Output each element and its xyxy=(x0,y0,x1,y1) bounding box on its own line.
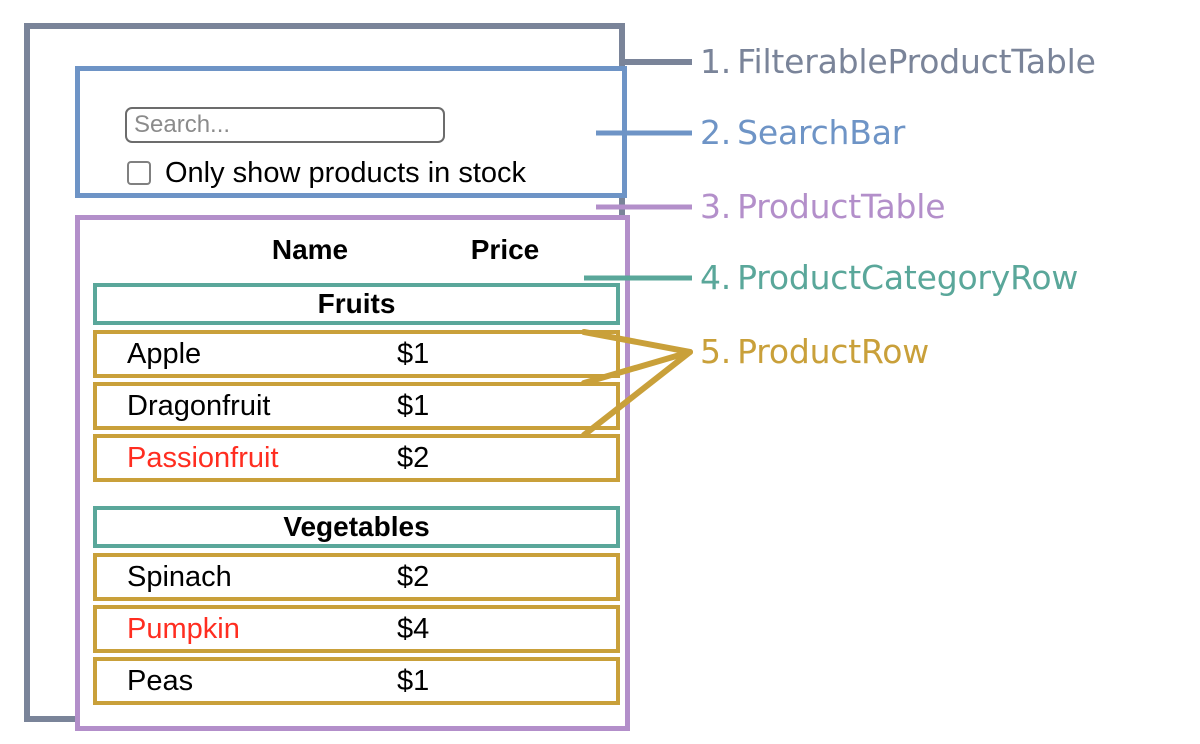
product-row: Passionfruit $2 xyxy=(93,434,620,482)
product-name: Spinach xyxy=(127,561,232,593)
callout-number-1: 1. xyxy=(700,42,732,81)
callout-label-5: 5.ProductRow xyxy=(700,333,929,371)
product-price: $4 xyxy=(397,613,430,645)
checkbox-icon[interactable] xyxy=(127,161,151,185)
product-price: $1 xyxy=(397,338,430,370)
product-row: Pumpkin $4 xyxy=(93,605,620,653)
callout-text-2: SearchBar xyxy=(737,113,906,152)
product-row: Spinach $2 xyxy=(93,553,620,601)
callout-text-4: ProductCategoryRow xyxy=(737,258,1079,297)
product-name: Passionfruit xyxy=(127,442,279,474)
column-header-price: Price xyxy=(470,234,540,265)
callout-text-3: ProductTable xyxy=(737,187,946,226)
callout-number-2: 2. xyxy=(700,113,732,152)
search-input[interactable]: Search... xyxy=(125,107,445,143)
product-row: Peas $1 xyxy=(93,657,620,705)
callout-text-5: ProductRow xyxy=(737,332,930,371)
callout-number-5: 5. xyxy=(700,332,732,371)
product-row: Apple $1 xyxy=(93,330,620,378)
product-name: Apple xyxy=(127,338,202,370)
product-price: $1 xyxy=(397,665,430,697)
product-category-row: Vegetables xyxy=(93,506,620,548)
product-price: $2 xyxy=(397,442,430,474)
callout-label-1: 1.FilterableProductTable xyxy=(700,43,1096,81)
search-bar-frame: Search... Only show products in stock xyxy=(75,66,627,198)
product-category-row: Fruits xyxy=(93,283,620,325)
column-header-name: Name xyxy=(271,234,349,265)
product-table-header: Name Price xyxy=(80,233,625,273)
product-price: $1 xyxy=(397,390,430,422)
callout-number-3: 3. xyxy=(700,187,732,226)
product-name: Pumpkin xyxy=(127,613,240,645)
callout-text-1: FilterableProductTable xyxy=(737,42,1096,81)
filterable-product-table-frame: Search... Only show products in stock Na… xyxy=(24,23,630,731)
product-name: Peas xyxy=(127,665,194,697)
product-name: Dragonfruit xyxy=(127,390,271,422)
callout-label-4: 4.ProductCategoryRow xyxy=(700,259,1078,297)
callout-number-4: 4. xyxy=(700,258,732,297)
in-stock-checkbox-label: Only show products in stock xyxy=(165,157,527,189)
product-price: $2 xyxy=(397,561,430,593)
product-row: Dragonfruit $1 xyxy=(93,382,620,430)
callout-label-3: 3.ProductTable xyxy=(700,187,946,226)
callout-label-2: 2.SearchBar xyxy=(700,114,905,152)
in-stock-filter-row[interactable]: Only show products in stock xyxy=(127,155,526,191)
product-category-label: Vegetables xyxy=(283,511,430,542)
product-category-label: Fruits xyxy=(317,288,396,319)
